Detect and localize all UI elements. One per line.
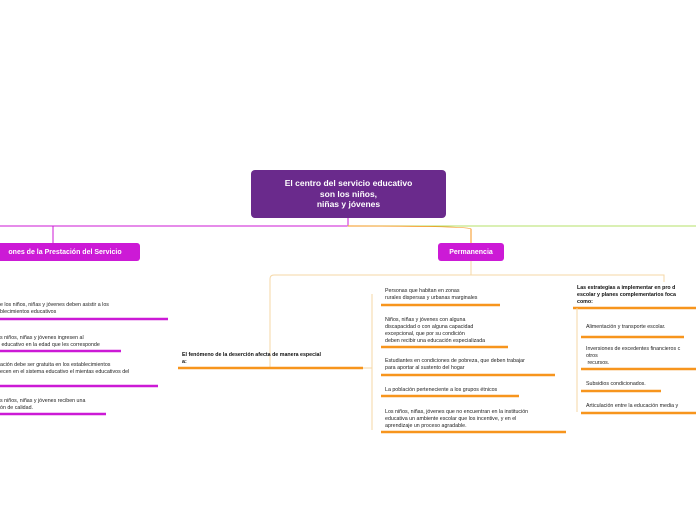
- topic-permanencia[interactable]: Permanencia: [438, 243, 504, 261]
- left-item[interactable]: ación debe ser gratuita en los estableci…: [0, 362, 130, 375]
- permanencia-connector: [269, 274, 471, 368]
- left-item[interactable]: e los niños, niñas y jóvenes deben asist…: [0, 302, 109, 315]
- estrategia-item[interactable]: Subsidios condicionados.: [586, 381, 646, 387]
- group-item[interactable]: Los niños, niñas, jóvenes que no encuent…: [385, 409, 529, 429]
- estrategia-item[interactable]: Articulación entre la educación media y: [586, 403, 679, 409]
- estrategia-item[interactable]: Inversiones de excedentes financieros c …: [586, 346, 681, 366]
- estrategias-node[interactable]: Las estrategias a implementar en pro d e…: [577, 285, 676, 305]
- permanencia-connector: [470, 261, 665, 282]
- desercion-node[interactable]: El fenómeno de la deserción afecta de ma…: [182, 352, 321, 365]
- topic-prestacion-servicio[interactable]: ones de la Prestación del Servicio: [0, 243, 140, 261]
- left-item[interactable]: s niños, niñas y jóvenes reciben una ón …: [0, 398, 86, 411]
- left-item[interactable]: s niños, niñas y jóvenes ingresen al edu…: [0, 335, 100, 348]
- group-item[interactable]: Estudiantes en condiciones de pobreza, q…: [385, 358, 525, 371]
- branch-connector-right: [347, 225, 472, 243]
- estrategia-item[interactable]: Alimentación y transporte escolar.: [586, 324, 666, 330]
- group-item[interactable]: Niños, niñas y jóvenes con alguna discap…: [385, 317, 486, 344]
- group-item[interactable]: Personas que habitan en zonas rurales di…: [385, 288, 478, 301]
- branch-connector-left: [0, 218, 349, 227]
- central-topic[interactable]: El centro del servicio educativo son los…: [251, 170, 446, 218]
- group-item[interactable]: La población perteneciente a los grupos …: [385, 387, 498, 393]
